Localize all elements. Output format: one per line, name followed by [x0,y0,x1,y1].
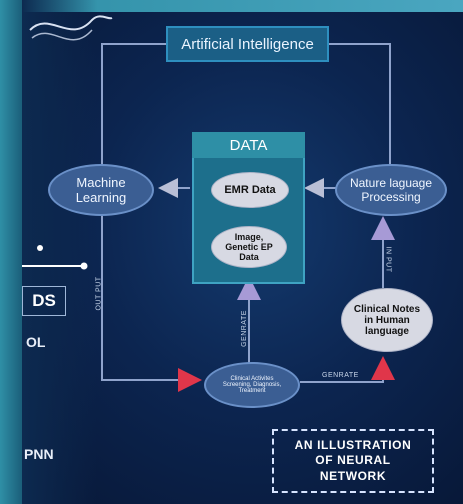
edge-ml-output [101,214,202,392]
output-label: OUT PUT [95,276,103,311]
decorative-dna-strand [29,15,113,31]
generate-up-label: GENRATE [240,310,248,347]
left-label-ol: OL [26,334,46,350]
left-label-ds: DS [32,291,56,310]
input-label: IN PUT [384,246,392,273]
clinical-notes-node: Clinical Notes in Human language [341,288,433,352]
caption-line-2: of neural [315,453,391,468]
edge-ai-to-ml [101,43,166,166]
illustration-caption-box: An illustration of neural network [272,429,434,493]
clinical-activities-node: Clinical Activites Screening, Diagnosis,… [204,362,300,408]
ai-node-box [166,26,329,62]
edge-activities-to-notes [300,356,395,383]
left-label-box: DS [22,286,66,316]
image-genetic-data-node: Image, Genetic EP Data [211,226,287,268]
caption-line-1: An illustration [294,437,412,452]
left-label-pnn: PNN [24,446,54,462]
generate-right-label: GENRATE [322,372,359,379]
left-panel-shade [22,0,97,504]
left-accent-strip [0,0,22,504]
ai-node-label: Artificial Intelligence [181,35,314,53]
emr-data-node: EMR Data [211,172,289,208]
nlp-node: Nature laguage Processing [335,164,447,216]
data-title: DATA [192,132,305,158]
edge-nlp-to-ai [329,43,391,166]
caption-line-3: network [319,468,387,483]
top-accent-bar [0,0,463,12]
machine-learning-node: Machine Learning [48,164,154,216]
